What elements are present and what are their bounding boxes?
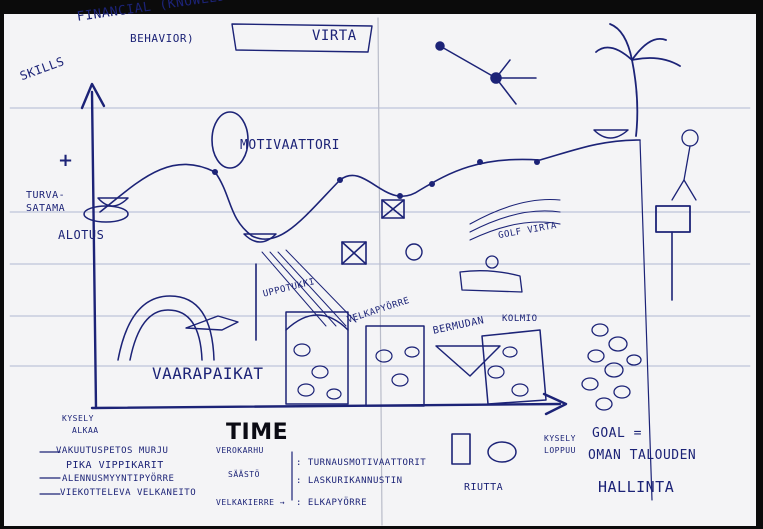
hazard-waves (117, 295, 547, 407)
y-axis-label-2: BEHAVIOR) (130, 32, 195, 45)
goal-flag (655, 205, 691, 233)
virta-title: VIRTA (312, 28, 357, 44)
legend-middle-1: VEROKARHU (216, 446, 264, 455)
island-right-edge (639, 139, 653, 501)
satellite (435, 41, 537, 105)
hatch-rays (261, 249, 357, 327)
virta-banner (231, 23, 373, 53)
label-turvasatama-1: TURVA- (26, 190, 66, 201)
y-axis-plus: + (58, 150, 74, 171)
motivator-boat (243, 233, 277, 243)
label-turvasatama-2: SATAMA (26, 203, 66, 214)
label-kolmio: KOLMIO (502, 314, 538, 324)
reef (581, 323, 642, 411)
label-kysely-loppuu-1: KYSELY (544, 434, 576, 443)
label-kysely-alkaa-2: ALKAA (72, 426, 99, 435)
legend-left-3: ALENNUSMYYNTIPYÖRRE (62, 474, 175, 484)
piggy-bank (487, 441, 517, 463)
axes (80, 82, 568, 416)
legend-lines (39, 451, 293, 501)
wave-dots (212, 159, 540, 199)
golf-stream (469, 198, 561, 241)
legend-left-1: VAKUUTUSPETOS MURJU (56, 446, 169, 456)
stick-figure (671, 129, 699, 201)
label-alotus: ALOTUS (58, 228, 105, 242)
money-bag (405, 243, 423, 261)
start-boat (97, 197, 129, 207)
shark (185, 315, 239, 331)
motivator-ring (211, 111, 249, 169)
legend-middle-3: VELKAKIERRE → (216, 498, 286, 507)
label-motivaattori: MOTIVAATTORI (240, 138, 340, 153)
gift-boxes (341, 199, 405, 265)
legend-middle-2: SÄÄSTÖ (228, 470, 260, 479)
goal-boat (593, 129, 629, 139)
harbor-ring (83, 205, 129, 223)
goal-line-1: GOAL = (592, 426, 642, 441)
goal-line-3: HALLINTA (598, 478, 675, 496)
hazard-stones (293, 343, 529, 400)
x-axis-label: TIME (226, 420, 289, 445)
palm-tree (595, 23, 681, 137)
swimmer (459, 255, 523, 293)
goal-line-2: OMAN TALOUDEN (588, 448, 697, 463)
label-vaarapaikat: VAARAPAIKAT (152, 364, 264, 383)
label-riutta: RIUTTA (464, 482, 504, 493)
label-kysely-alkaa-1: KYSELY (62, 414, 94, 423)
label-kysely-loppuu-2: LOPPUU (544, 446, 576, 455)
legend-right-2: : LASKURIKANNUSTIN (296, 476, 403, 486)
legend-left-2: PIKA VIPPIKARIT (66, 460, 164, 471)
legend-right-3: : ELKAPYÖRRE (296, 498, 368, 508)
legend-left-4: VIEKOTTELEVA VELKANEITO (60, 488, 197, 498)
calculator-icon (451, 433, 471, 465)
page-fold (377, 17, 383, 526)
legend-right-1: : TURNAUSMOTIVAATTORIT (296, 458, 427, 468)
